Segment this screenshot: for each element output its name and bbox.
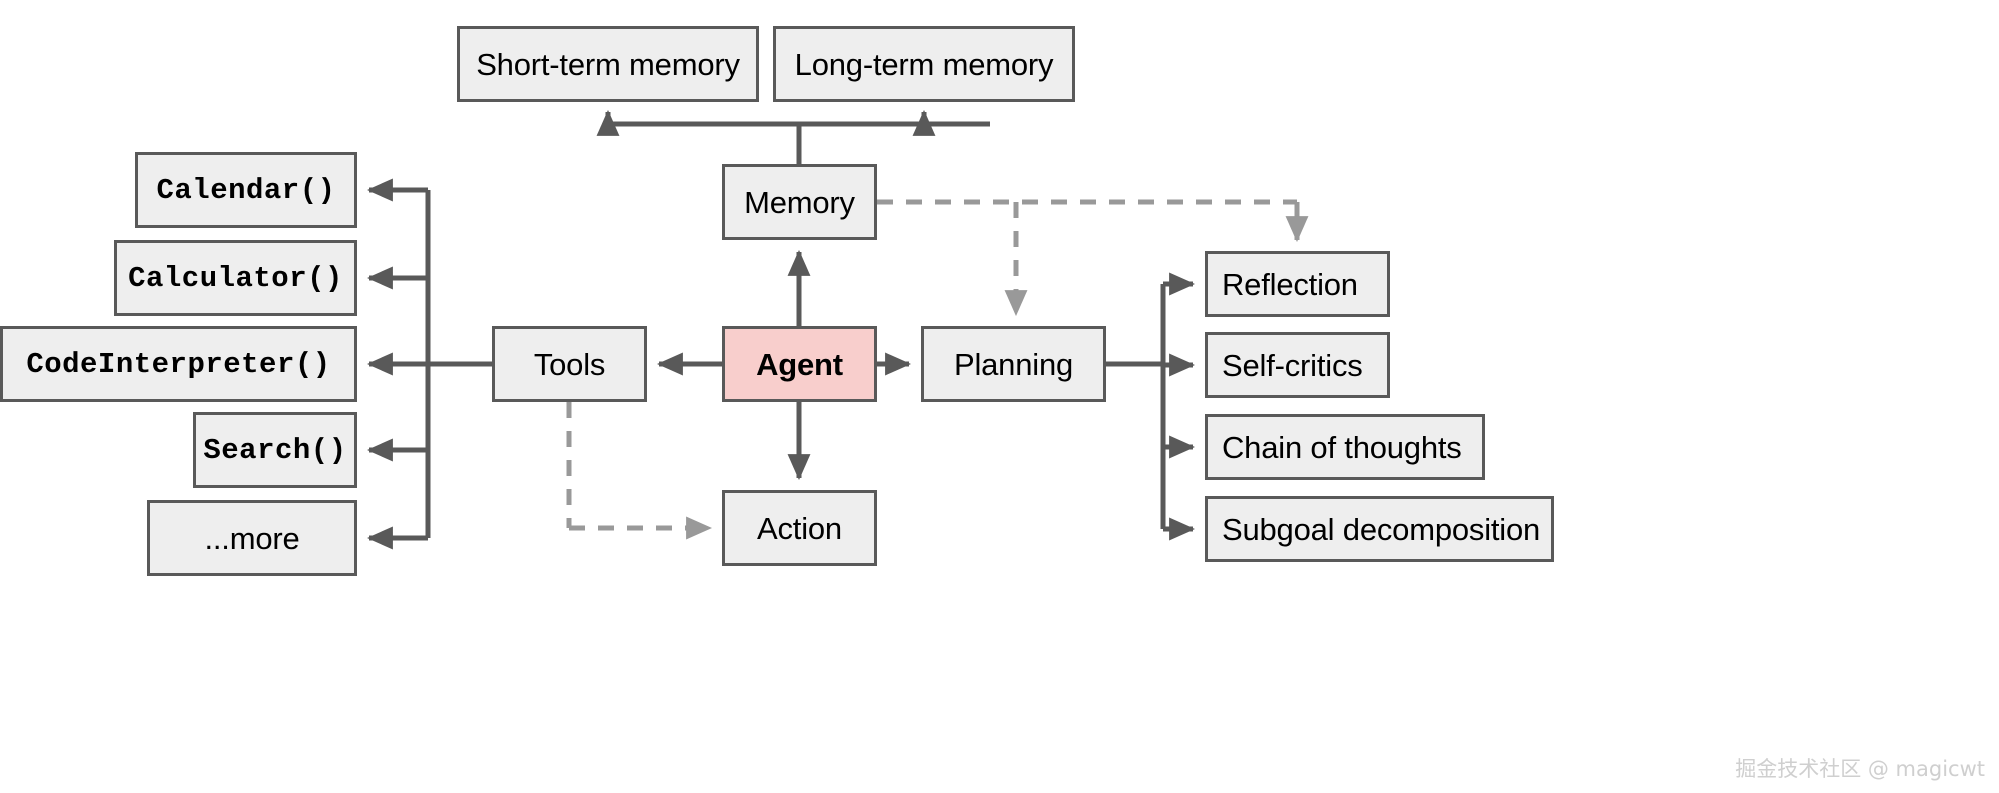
node-label: CodeInterpreter() [26,347,331,381]
node-label: Tools [533,346,606,382]
node-calculator[interactable]: Calculator() [114,240,357,316]
node-label: Reflection [1222,266,1358,302]
node-label: Agent [756,346,843,382]
node-calendar[interactable]: Calendar() [135,152,357,228]
node-more[interactable]: ...more [147,500,357,576]
node-self-critics[interactable]: Self-critics [1205,332,1390,398]
node-label: Self-critics [1222,347,1363,383]
node-subgoal-decomposition[interactable]: Subgoal decomposition [1205,496,1554,562]
node-action[interactable]: Action [722,490,877,566]
node-short-term-memory[interactable]: Short-term memory [457,26,759,102]
node-reflection[interactable]: Reflection [1205,251,1390,317]
node-search[interactable]: Search() [193,412,357,488]
node-label: Memory [744,184,855,220]
node-label: Calendar() [156,173,336,207]
node-label: Short-term memory [476,46,740,82]
node-label: Long-term memory [794,46,1054,82]
node-label: Action [757,510,842,546]
watermark-text: 掘金技术社区 @ magicwt [1735,757,1985,781]
node-label: Calculator() [128,261,343,295]
node-long-term-memory[interactable]: Long-term memory [773,26,1075,102]
node-planning[interactable]: Planning [921,326,1106,402]
node-chain-of-thoughts[interactable]: Chain of thoughts [1205,414,1485,480]
node-label: Search() [203,433,347,467]
node-tools[interactable]: Tools [492,326,647,402]
node-agent[interactable]: Agent [722,326,877,402]
node-label: ...more [204,520,300,556]
node-label: Chain of thoughts [1222,429,1462,465]
node-code-interpreter[interactable]: CodeInterpreter() [0,326,357,402]
node-label: Planning [953,346,1074,382]
node-memory[interactable]: Memory [722,164,877,240]
node-label: Subgoal decomposition [1222,511,1541,547]
